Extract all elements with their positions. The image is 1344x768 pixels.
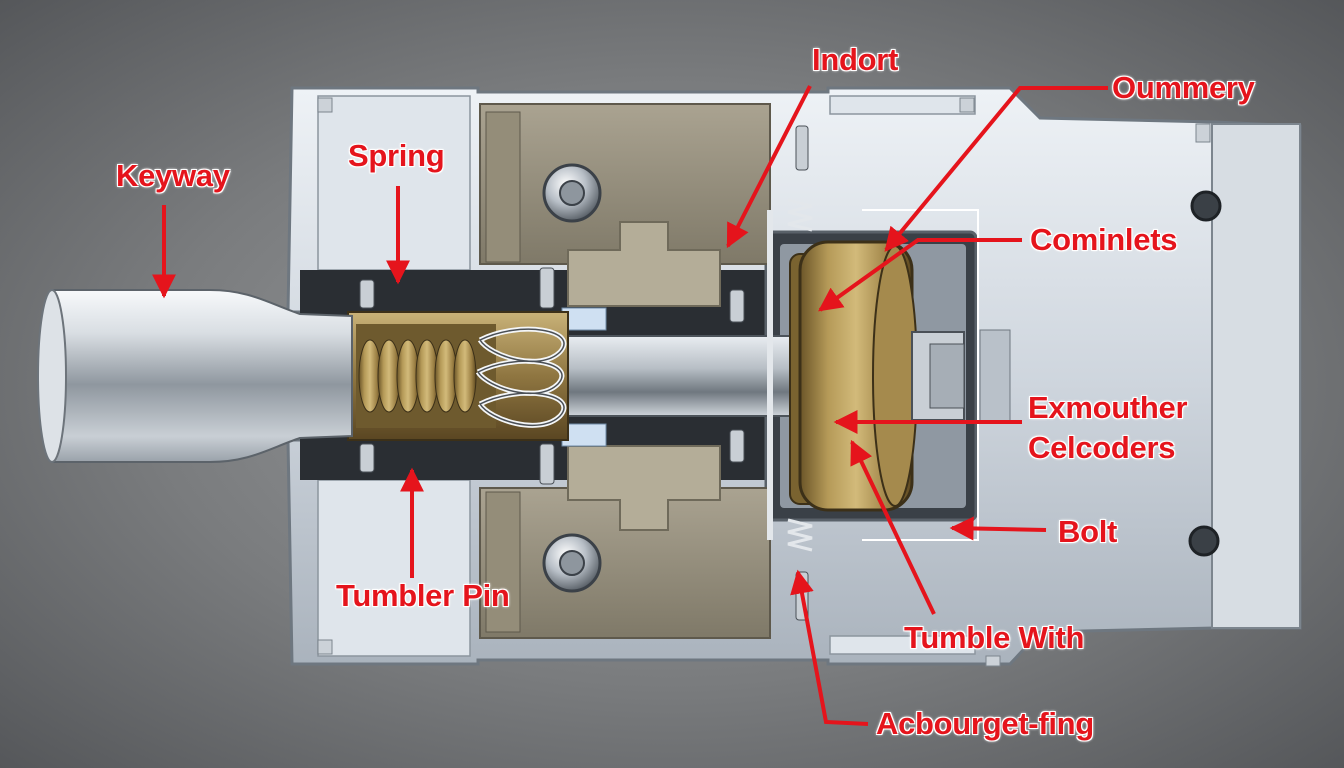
arrow-cominlets [818,238,1022,312]
brass-plug [347,311,569,441]
arrow-indort [726,85,812,249]
arrow-oummery [884,86,1108,252]
label-indort: Indort [812,42,899,77]
label-tumble-with: Tumble With [904,620,1085,655]
plug-spring-coils [358,339,477,413]
label-bolt: Bolt [1058,514,1118,549]
arrow-bolt [949,516,1047,541]
label-celcoders: Celcoders [1028,430,1176,465]
label-exmouther: Exmouther [1028,390,1188,425]
central-shaft [559,210,801,540]
label-oummery: Oummery [1112,70,1255,105]
pin-chamber-blocks [479,103,771,639]
label-spring: Spring [348,138,445,173]
arrow-tumble-with [850,439,936,615]
label-acbourget-fing: Acbourget-fing [876,706,1094,741]
label-cominlets: Cominlets [1030,222,1178,257]
screw-heads [542,163,1222,593]
label-keyway: Keyway [116,158,230,193]
callout-arrows [152,85,1108,726]
arrow-acbourget-fing [790,569,869,726]
label-tumbler-pin: Tumbler Pin [336,578,510,613]
key-shaft [37,289,353,463]
